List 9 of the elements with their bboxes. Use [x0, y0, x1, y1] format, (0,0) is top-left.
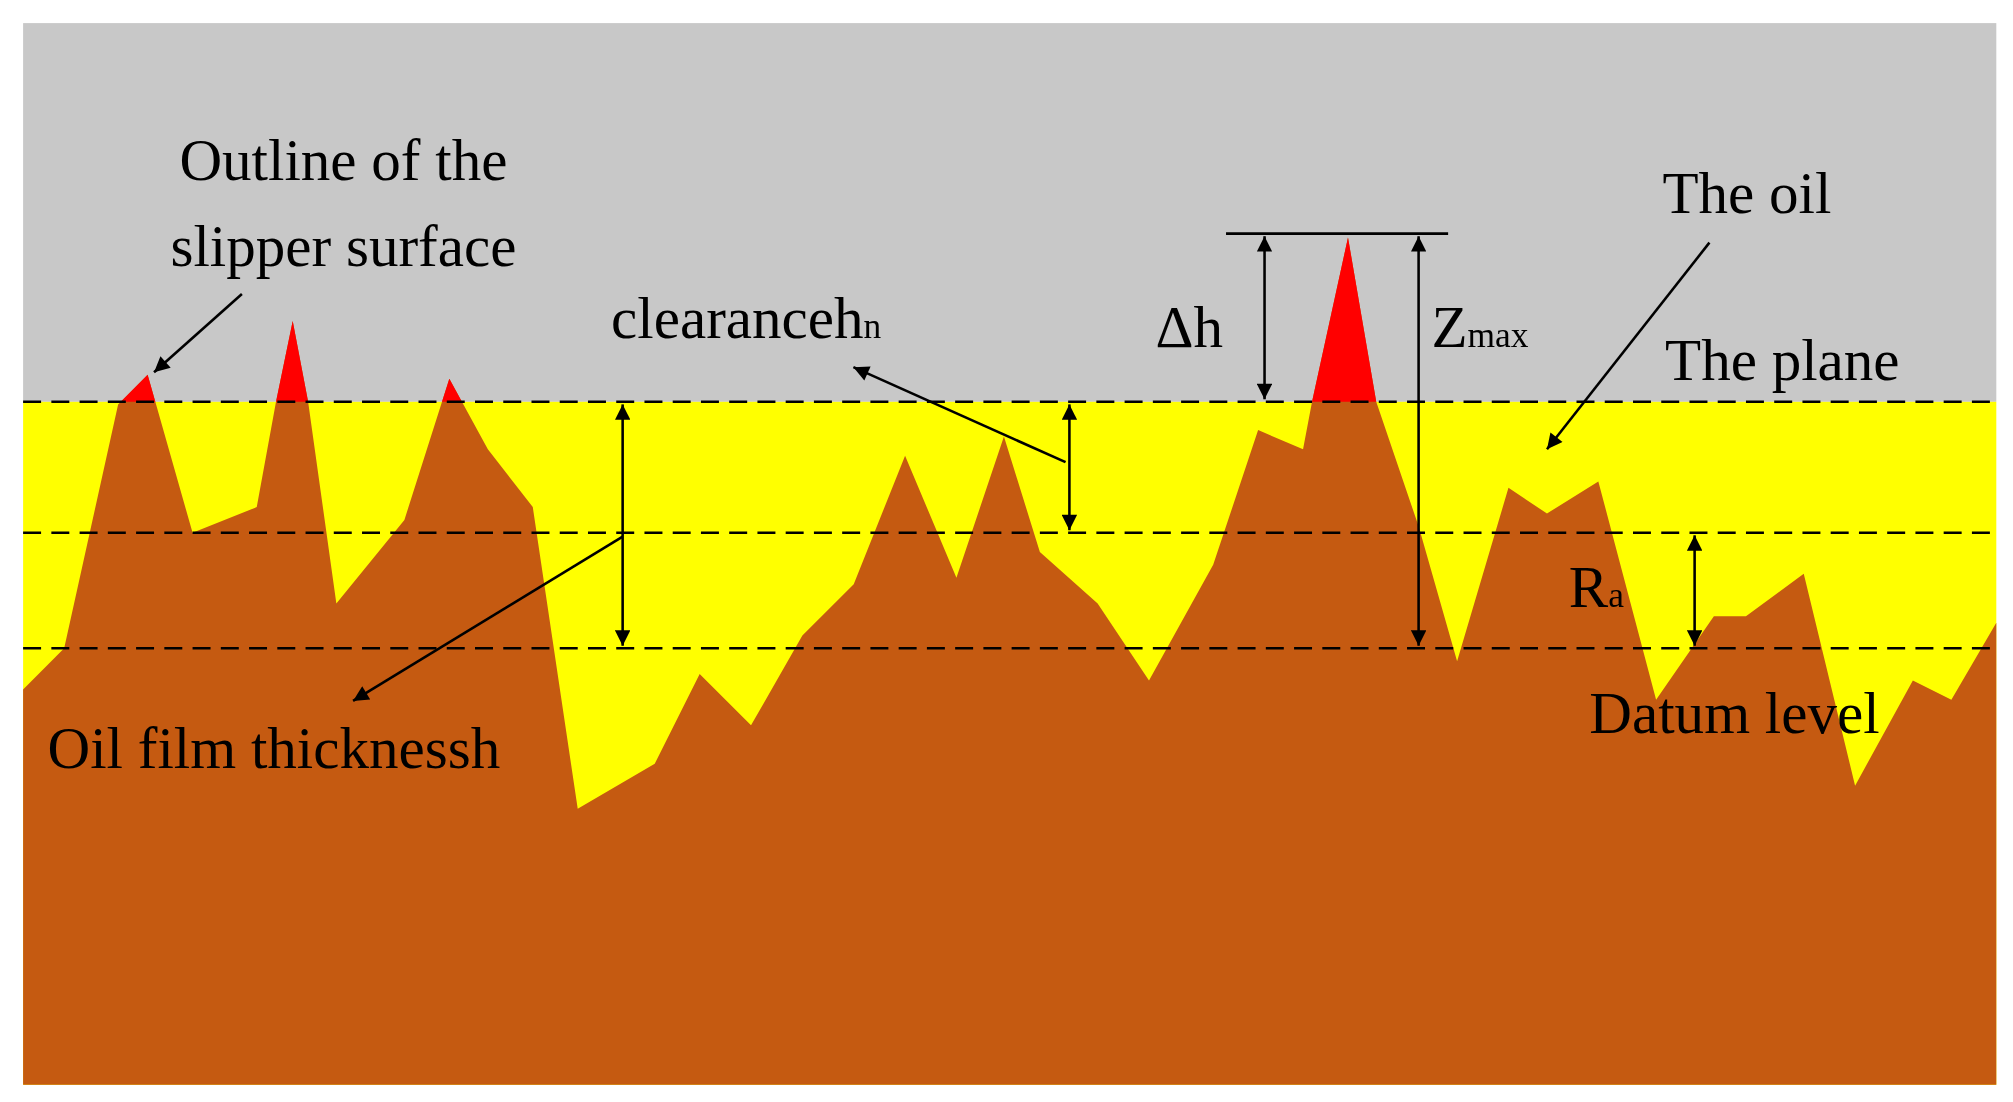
leader-arrow: [352, 535, 624, 703]
dimension-label: Δh: [1155, 293, 1223, 362]
plane-label: The plane: [1665, 326, 1900, 395]
leader-arrow: [153, 293, 243, 374]
callout-label: Oil film thicknessh: [47, 706, 501, 792]
leader-arrow: [1545, 241, 1711, 451]
leader-arrow: [852, 366, 1067, 464]
callout-label: The oil: [1662, 151, 1832, 238]
callout-label: Outline of the slipper surface: [109, 118, 578, 290]
